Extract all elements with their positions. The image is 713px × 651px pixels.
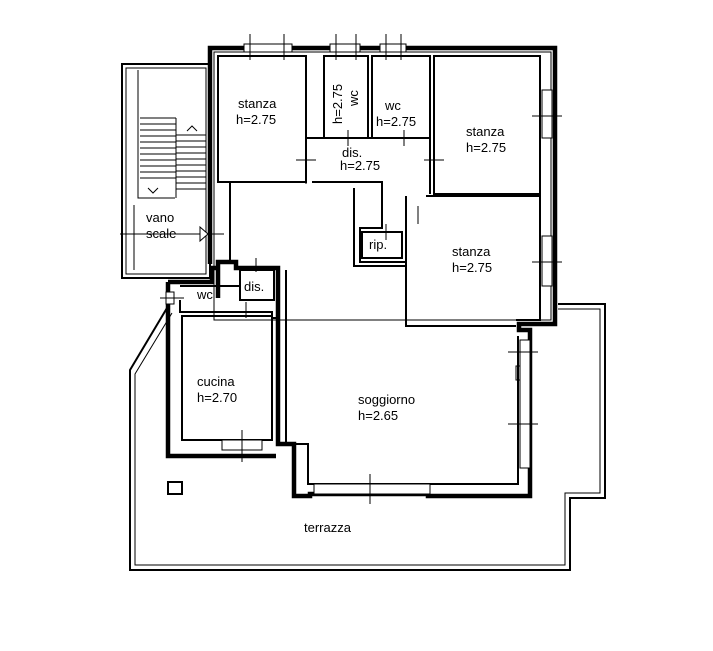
stanza-2-name: stanza bbox=[466, 124, 505, 139]
soggiorno-name: soggiorno bbox=[358, 392, 415, 407]
soggiorno-height: h=2.65 bbox=[358, 408, 398, 423]
wc-2-name: wc bbox=[384, 98, 401, 113]
rip-name: rip. bbox=[369, 237, 387, 252]
dis-1-height: h=2.75 bbox=[340, 158, 380, 173]
cucina-height: h=2.70 bbox=[197, 390, 237, 405]
vano-scale-name-2: scale bbox=[146, 226, 176, 241]
terrazza-name: terrazza bbox=[304, 520, 352, 535]
terrace-marker bbox=[167, 481, 183, 495]
dis-2-name: dis. bbox=[244, 279, 264, 294]
stair-block bbox=[121, 63, 211, 279]
wc-3-name: wc bbox=[196, 287, 213, 302]
wc-1-height: h=2.75 bbox=[330, 84, 345, 124]
room-labels: stanza h=2.75 h=2.75 wc wc h=2.75 stanza… bbox=[146, 84, 506, 535]
stanza-3-height: h=2.75 bbox=[452, 260, 492, 275]
dis-1-name: dis. bbox=[342, 145, 362, 160]
stanza-2-height: h=2.75 bbox=[466, 140, 506, 155]
vano-scale-name: vano bbox=[146, 210, 174, 225]
interior-walls bbox=[179, 55, 541, 485]
door-ticks bbox=[245, 130, 444, 318]
stanza-3-name: stanza bbox=[452, 244, 491, 259]
wc-2-height: h=2.75 bbox=[376, 114, 416, 129]
outer-walls bbox=[165, 45, 558, 499]
wc-1-name: wc bbox=[346, 90, 361, 107]
windows bbox=[120, 34, 562, 504]
stanza-1-height: h=2.75 bbox=[236, 112, 276, 127]
cucina-name: cucina bbox=[197, 374, 235, 389]
terrace-outline bbox=[129, 303, 606, 571]
stanza-1-name: stanza bbox=[238, 96, 277, 111]
